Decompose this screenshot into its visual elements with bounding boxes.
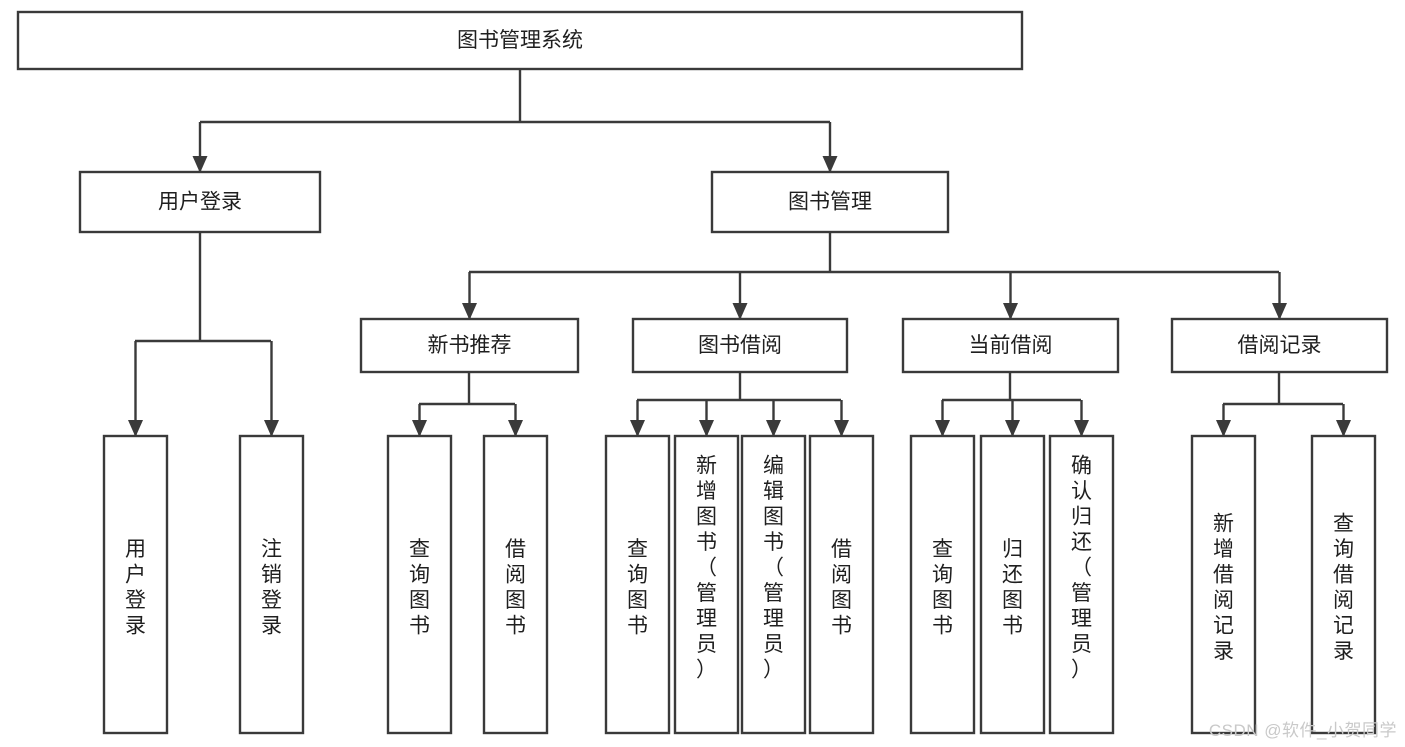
node-book-borrow[interactable]: 图书借阅	[631, 317, 849, 374]
arrow-head-icon	[128, 420, 143, 437]
node-label: 图书管理系统	[457, 29, 583, 52]
arrow-head-icon	[699, 420, 714, 437]
arrow-head-icon	[834, 420, 849, 437]
node-box	[631, 317, 849, 374]
node-leaf-edit-book-admin[interactable]: 编辑图书（管理员）	[740, 434, 807, 735]
node-borrow-record[interactable]: 借阅记录	[1170, 317, 1389, 374]
connector-drops-bus-root	[192, 122, 838, 173]
connector-group-bus-record	[1223, 372, 1343, 406]
node-leaf-query-book-borrow[interactable]: 查询图书	[604, 434, 671, 735]
node-label: 新增图书（管理员）	[696, 454, 717, 681]
node-label: 注销登录	[261, 538, 282, 638]
arrow-head-icon	[1074, 420, 1089, 437]
node-leaf-logout-login[interactable]: 注销登录	[238, 434, 305, 735]
node-root[interactable]: 图书管理系统	[16, 10, 1024, 71]
node-box	[1048, 434, 1115, 735]
node-leaf-query-book-rec[interactable]: 查询图书	[386, 434, 453, 735]
node-box	[808, 434, 875, 735]
node-box	[1170, 317, 1389, 374]
node-box	[102, 434, 169, 735]
node-leaf-user-login[interactable]: 用户登录	[102, 434, 169, 735]
connector-group-bus-manage	[469, 232, 1279, 274]
node-box	[386, 434, 453, 735]
node-leaf-borrow-book[interactable]: 借阅图书	[808, 434, 875, 735]
arrow-head-icon	[508, 420, 523, 437]
connector-group-bus-login	[135, 232, 271, 343]
node-label: 新增借阅记录	[1213, 512, 1234, 663]
node-layer: 图书管理系统用户登录图书管理新书推荐图书借阅当前借阅借阅记录用户登录注销登录查询…	[16, 10, 1389, 735]
node-label: 确认归还（管理员）	[1071, 454, 1092, 681]
connector-group-bus-root	[200, 69, 830, 124]
node-leaf-add-borrow-record[interactable]: 新增借阅记录	[1190, 434, 1257, 735]
node-label: 图书借阅	[698, 334, 782, 357]
node-user-login[interactable]: 用户登录	[78, 170, 322, 234]
arrow-head-icon	[412, 420, 427, 437]
node-label: 归还图书	[1002, 538, 1023, 638]
connector-drops-bus-login	[128, 341, 279, 437]
node-box	[909, 434, 976, 735]
connector-group-bus-borrow	[637, 372, 841, 402]
connector-drops-bus-newbook	[412, 404, 523, 437]
arrow-head-icon	[192, 156, 208, 173]
node-box	[710, 170, 950, 234]
arrow-head-icon	[822, 156, 838, 173]
connector-drops-bus-manage	[462, 272, 1287, 320]
node-box	[673, 434, 740, 735]
node-label: 编辑图书（管理员）	[763, 454, 784, 681]
node-label: 借阅图书	[831, 538, 852, 638]
arrow-head-icon	[935, 420, 950, 437]
node-label: 图书管理	[788, 191, 872, 214]
node-current-borrow[interactable]: 当前借阅	[901, 317, 1120, 374]
node-box	[1190, 434, 1257, 735]
connector-group-bus-newbook	[419, 372, 515, 406]
arrow-head-icon	[1272, 303, 1287, 320]
node-new-book-rec[interactable]: 新书推荐	[359, 317, 580, 374]
connector-drops-bus-current	[935, 400, 1089, 437]
node-box	[16, 10, 1024, 71]
arrow-head-icon	[732, 303, 748, 320]
node-label: 新书推荐	[428, 334, 512, 357]
node-label: 借阅图书	[505, 538, 526, 638]
node-label: 用户登录	[125, 538, 146, 638]
arrow-head-icon	[462, 303, 477, 320]
node-label: 查询图书	[932, 538, 953, 638]
arrow-head-icon	[1003, 303, 1018, 320]
node-leaf-query-book-current[interactable]: 查询图书	[909, 434, 976, 735]
node-label: 借阅记录	[1238, 334, 1322, 357]
node-box	[238, 434, 305, 735]
node-box	[901, 317, 1120, 374]
node-leaf-borrow-book-rec[interactable]: 借阅图书	[482, 434, 549, 735]
node-box	[359, 317, 580, 374]
node-leaf-query-borrow-record[interactable]: 查询借阅记录	[1310, 434, 1377, 735]
connector-drops-bus-record	[1216, 404, 1351, 437]
node-box	[979, 434, 1046, 735]
node-box	[604, 434, 671, 735]
node-label: 用户登录	[158, 191, 242, 214]
node-label: 查询借阅记录	[1333, 512, 1354, 663]
connector-drops-bus-borrow	[630, 400, 849, 437]
node-box	[740, 434, 807, 735]
node-box	[1310, 434, 1377, 735]
node-box	[78, 170, 322, 234]
node-label: 查询图书	[627, 538, 648, 638]
arrow-head-icon	[1336, 420, 1351, 437]
node-leaf-add-book-admin[interactable]: 新增图书（管理员）	[673, 434, 740, 735]
node-box	[482, 434, 549, 735]
connector-group-bus-current	[942, 372, 1081, 402]
node-leaf-return-book[interactable]: 归还图书	[979, 434, 1046, 735]
arrow-head-icon	[1216, 420, 1231, 437]
arrow-head-icon	[1005, 420, 1020, 437]
arrow-head-icon	[264, 420, 279, 437]
arrow-head-icon	[766, 420, 781, 437]
node-book-manage[interactable]: 图书管理	[710, 170, 950, 234]
node-label: 当前借阅	[969, 334, 1053, 357]
csdn-watermark: CSDN @软件_小贺同学	[1208, 721, 1397, 740]
arrow-head-icon	[630, 420, 645, 437]
connector-layer	[128, 69, 1351, 437]
node-label: 查询图书	[409, 538, 430, 638]
node-leaf-confirm-return-admin[interactable]: 确认归还（管理员）	[1048, 434, 1115, 735]
